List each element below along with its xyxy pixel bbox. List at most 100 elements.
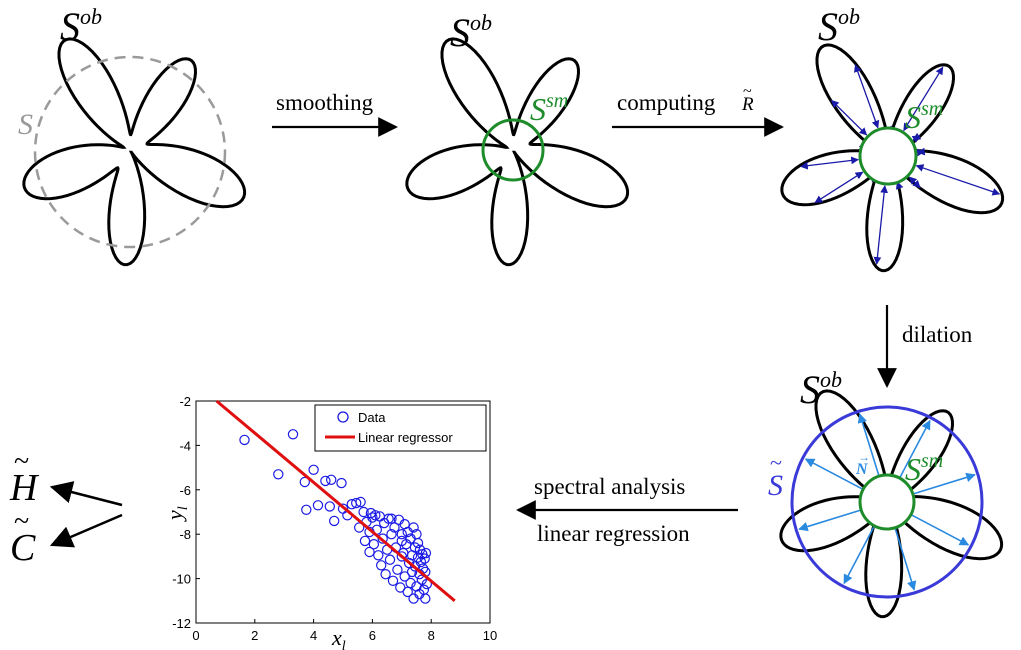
radial-distance-arrow [800, 156, 859, 170]
radial-distance-arrow [915, 164, 1001, 196]
radial-distance-arrow [903, 66, 944, 132]
normal-arrow [857, 413, 880, 476]
data-point [367, 512, 378, 523]
data-point [399, 571, 410, 582]
label-r-tilde: R [741, 94, 754, 115]
y-tick-label: -12 [172, 616, 191, 631]
label-s-sm-2: Ssm [530, 90, 568, 127]
data-point [392, 564, 403, 575]
data-point [312, 500, 324, 511]
x-axis-label: xl [331, 625, 346, 650]
smoothed-circle [858, 473, 916, 531]
smoothed-circle [858, 126, 918, 186]
label-s-sm-3: Ssm [905, 98, 943, 135]
y-tick-label: -8 [179, 527, 191, 542]
data-point [373, 550, 384, 561]
label-dilation: dilation [902, 322, 973, 347]
object-contour [22, 37, 247, 267]
data-point [408, 522, 419, 533]
label-s-ob-4: Sob [800, 367, 842, 412]
data-point [287, 429, 299, 440]
data-point [415, 556, 427, 568]
tilde-mark-c: ~ [14, 506, 29, 537]
label-spectral: spectral analysis [534, 474, 685, 499]
data-point [386, 513, 397, 524]
label-smoothing: smoothing [276, 90, 374, 115]
data-point [412, 537, 424, 549]
normal-arrow [798, 509, 861, 532]
vector-mark-n: → [858, 450, 870, 464]
data-point [395, 582, 406, 593]
legend-marker-data [337, 411, 349, 423]
data-point [336, 477, 347, 489]
data-point [364, 546, 375, 558]
label-s-ob-2: Sob [450, 10, 492, 55]
label-c-tilde: C [10, 527, 36, 569]
data-point [351, 497, 362, 509]
data-point [299, 476, 310, 488]
radial-distance-arrow [814, 171, 864, 204]
data-point [368, 539, 380, 550]
data-point [359, 535, 371, 547]
tilde-mark-r: ~ [743, 83, 752, 100]
panel-dilated [779, 389, 1004, 619]
radial-distance-arrow [854, 64, 880, 129]
normal-arrow [843, 526, 875, 585]
data-point [376, 560, 387, 571]
label-s-ob-3: Sob [818, 4, 860, 49]
arrow-to-h [49, 481, 123, 507]
radial-distance-arrow [831, 99, 868, 136]
chart-legend: Data Linear regressor [314, 404, 487, 452]
dilated-circle [790, 405, 984, 599]
x-tick-label: 6 [369, 628, 376, 643]
panel-radial-distances [780, 43, 1005, 273]
panel-smoothed-shape [405, 37, 630, 267]
data-point [406, 566, 418, 578]
data-point [365, 507, 377, 519]
normal-arrow [913, 472, 976, 495]
data-point [420, 593, 431, 604]
x-tick-label: 4 [310, 628, 317, 643]
data-point [320, 475, 331, 487]
data-point [324, 501, 335, 512]
data-point [358, 506, 369, 518]
data-point [420, 547, 432, 559]
tilde-mark-s: ~ [770, 450, 782, 475]
smoothed-circle [481, 118, 545, 182]
radial-distance-arrow [916, 147, 926, 157]
label-regression: linear regression [537, 521, 690, 546]
data-point [355, 496, 366, 508]
label-s-ob-1: Sob [60, 4, 102, 49]
label-s-initial: S [18, 108, 33, 141]
x-tick-label: 10 [483, 628, 497, 643]
normal-arrows [798, 413, 976, 591]
data-point [301, 504, 312, 515]
data-point [329, 515, 340, 527]
data-point [405, 577, 416, 589]
initial-circle [33, 55, 227, 249]
label-h-tilde: H [9, 467, 40, 509]
x-tick-label: 0 [192, 628, 199, 643]
legend-data: Data [358, 410, 386, 425]
data-point [308, 464, 319, 475]
y-tick-label: -6 [179, 483, 191, 498]
label-computing: computing [617, 90, 716, 115]
object-contour [405, 37, 630, 267]
normal-arrow [899, 419, 931, 478]
data-point [421, 578, 432, 590]
data-point [396, 529, 407, 540]
radial-distance-arrow [873, 185, 889, 265]
data-point [239, 434, 250, 446]
data-point [380, 569, 391, 580]
label-s-sm-4: Ssm [905, 450, 943, 487]
y-tick-label: -2 [179, 394, 191, 409]
normal-arrow [894, 528, 917, 591]
arrow-to-c [49, 513, 123, 548]
x-tick-label: 8 [428, 628, 435, 643]
data-point [377, 533, 388, 544]
legend-regressor: Linear regressor [358, 430, 453, 445]
regression-line [215, 399, 456, 602]
